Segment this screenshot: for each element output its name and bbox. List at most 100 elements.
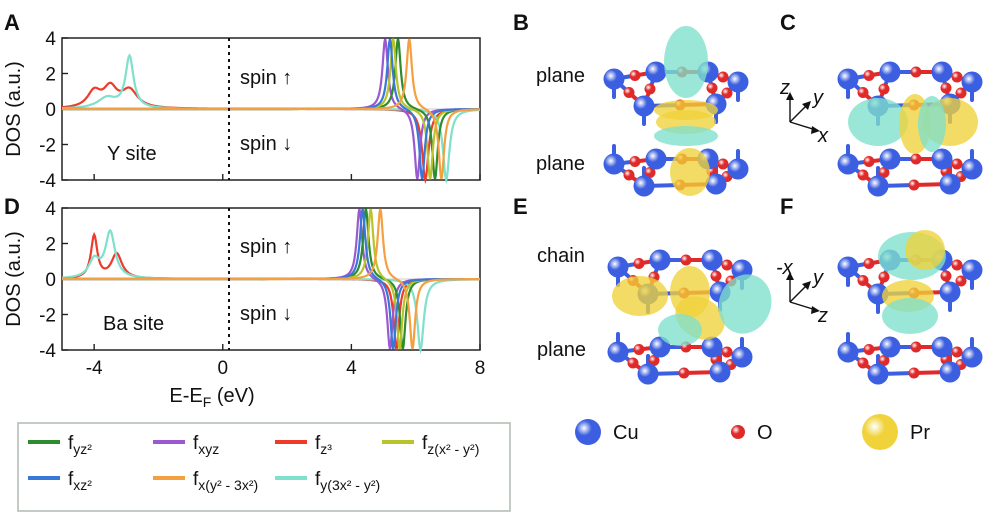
cu-atom	[637, 363, 659, 385]
cu-atom	[961, 346, 983, 368]
o-atom	[910, 66, 922, 78]
cu-atom	[931, 148, 953, 170]
o-atom	[857, 87, 869, 98]
o-atom	[857, 357, 869, 369]
atom-legend-label: O	[757, 422, 773, 444]
o-atom	[951, 158, 963, 170]
axis-triad-c: z y x	[779, 77, 829, 147]
o-atom	[706, 82, 718, 94]
plane-label: plane	[537, 339, 586, 361]
cu-atom	[931, 61, 953, 83]
x-tick-label: 8	[475, 358, 486, 379]
spin-down-label: spin ↓	[240, 303, 292, 325]
o-atom	[633, 258, 645, 269]
axis-y: y	[811, 267, 824, 289]
orbital-lobe	[905, 230, 945, 270]
o-atom	[878, 355, 890, 366]
y-axis-label-a: DOS (a.u.)	[3, 61, 25, 157]
chain-label: chain	[537, 245, 585, 267]
o-atom	[863, 156, 875, 167]
cu-atom	[731, 346, 753, 368]
atom-legend-marker-pr	[862, 414, 898, 450]
atom-legend-label: Cu	[613, 422, 639, 444]
y-tick-label: -2	[39, 306, 56, 327]
cu-atom	[837, 153, 859, 175]
o-atom	[721, 346, 733, 358]
cu-atom	[867, 175, 889, 197]
o-atom	[623, 169, 635, 181]
y-tick-label: 2	[45, 65, 56, 86]
x-tick-label: -4	[86, 358, 103, 379]
legend-entry-1: fxyz	[193, 433, 219, 457]
o-atom	[648, 355, 660, 366]
legend-entry-0: fyz²	[68, 433, 92, 457]
legend-entry-5: fx(y² - 3x²)	[193, 469, 258, 493]
y-tick-label: 4	[45, 199, 56, 220]
panel-letter-f: F	[780, 194, 793, 219]
panel-letter-d: D	[4, 194, 20, 219]
dos-curves-d	[61, 208, 481, 355]
dos-curves-a	[61, 38, 481, 185]
structure-c	[837, 61, 983, 197]
dos-curve-f_xy23x2	[62, 208, 480, 350]
cu-atom	[961, 158, 983, 180]
atom-legend-label: Pr	[910, 422, 930, 444]
axis-x: x	[817, 125, 829, 147]
o-atom	[955, 275, 967, 287]
atom-legend: Cu O Pr	[575, 414, 930, 450]
cu-atom	[939, 361, 961, 383]
cu-atom	[603, 68, 625, 90]
o-atom	[908, 179, 920, 191]
spin-down-label: spin ↓	[240, 133, 292, 155]
y-site-label: Y site	[107, 143, 157, 165]
x-axis-label: E-EF (eV)	[169, 385, 254, 410]
dos-curve-f_xy23x2	[62, 38, 481, 180]
legend-entry-6: fy(3x² - y²)	[315, 469, 380, 493]
y-tick-label: -4	[39, 341, 56, 362]
o-atom	[878, 83, 890, 95]
ba-site-label: Ba site	[103, 313, 164, 335]
cu-atom	[645, 148, 667, 170]
o-atom	[629, 70, 641, 81]
y-tick-label: 2	[45, 235, 56, 256]
o-atom	[644, 83, 656, 95]
o-atom	[878, 271, 890, 283]
cu-atom	[727, 71, 749, 93]
orbital-lobe	[654, 126, 718, 146]
cu-atom	[961, 259, 983, 281]
y-tick-label: -4	[39, 171, 56, 192]
cu-atom	[879, 61, 901, 83]
o-atom	[940, 82, 952, 94]
y-tick-label: -2	[39, 136, 56, 157]
o-atom	[633, 344, 645, 355]
o-atom	[627, 357, 639, 369]
o-atom	[940, 270, 952, 282]
orbital-lobe	[654, 100, 718, 120]
orbital-lobe	[658, 314, 702, 346]
cu-atom	[603, 153, 625, 175]
cu-atom	[705, 173, 727, 195]
structure-e: chain plane	[537, 245, 772, 385]
plane-label-bottom: plane	[536, 153, 585, 175]
cu-atom	[701, 336, 723, 358]
axis-z: z	[779, 77, 790, 99]
structure-f	[837, 230, 983, 385]
cu-atom	[879, 148, 901, 170]
orbital-lobe	[670, 148, 710, 196]
legend-frame	[17, 422, 511, 512]
x-tick-label: 4	[346, 358, 357, 379]
orbital-lobe	[664, 26, 708, 98]
panel-letter-b: B	[513, 10, 529, 35]
panel-letter-e: E	[513, 194, 528, 219]
o-atom	[721, 259, 733, 271]
cu-atom	[645, 61, 667, 83]
cu-atom	[939, 281, 961, 303]
y-tick-label: 0	[45, 270, 56, 291]
cu-atom	[701, 249, 723, 271]
orbital-lobe	[718, 274, 772, 334]
